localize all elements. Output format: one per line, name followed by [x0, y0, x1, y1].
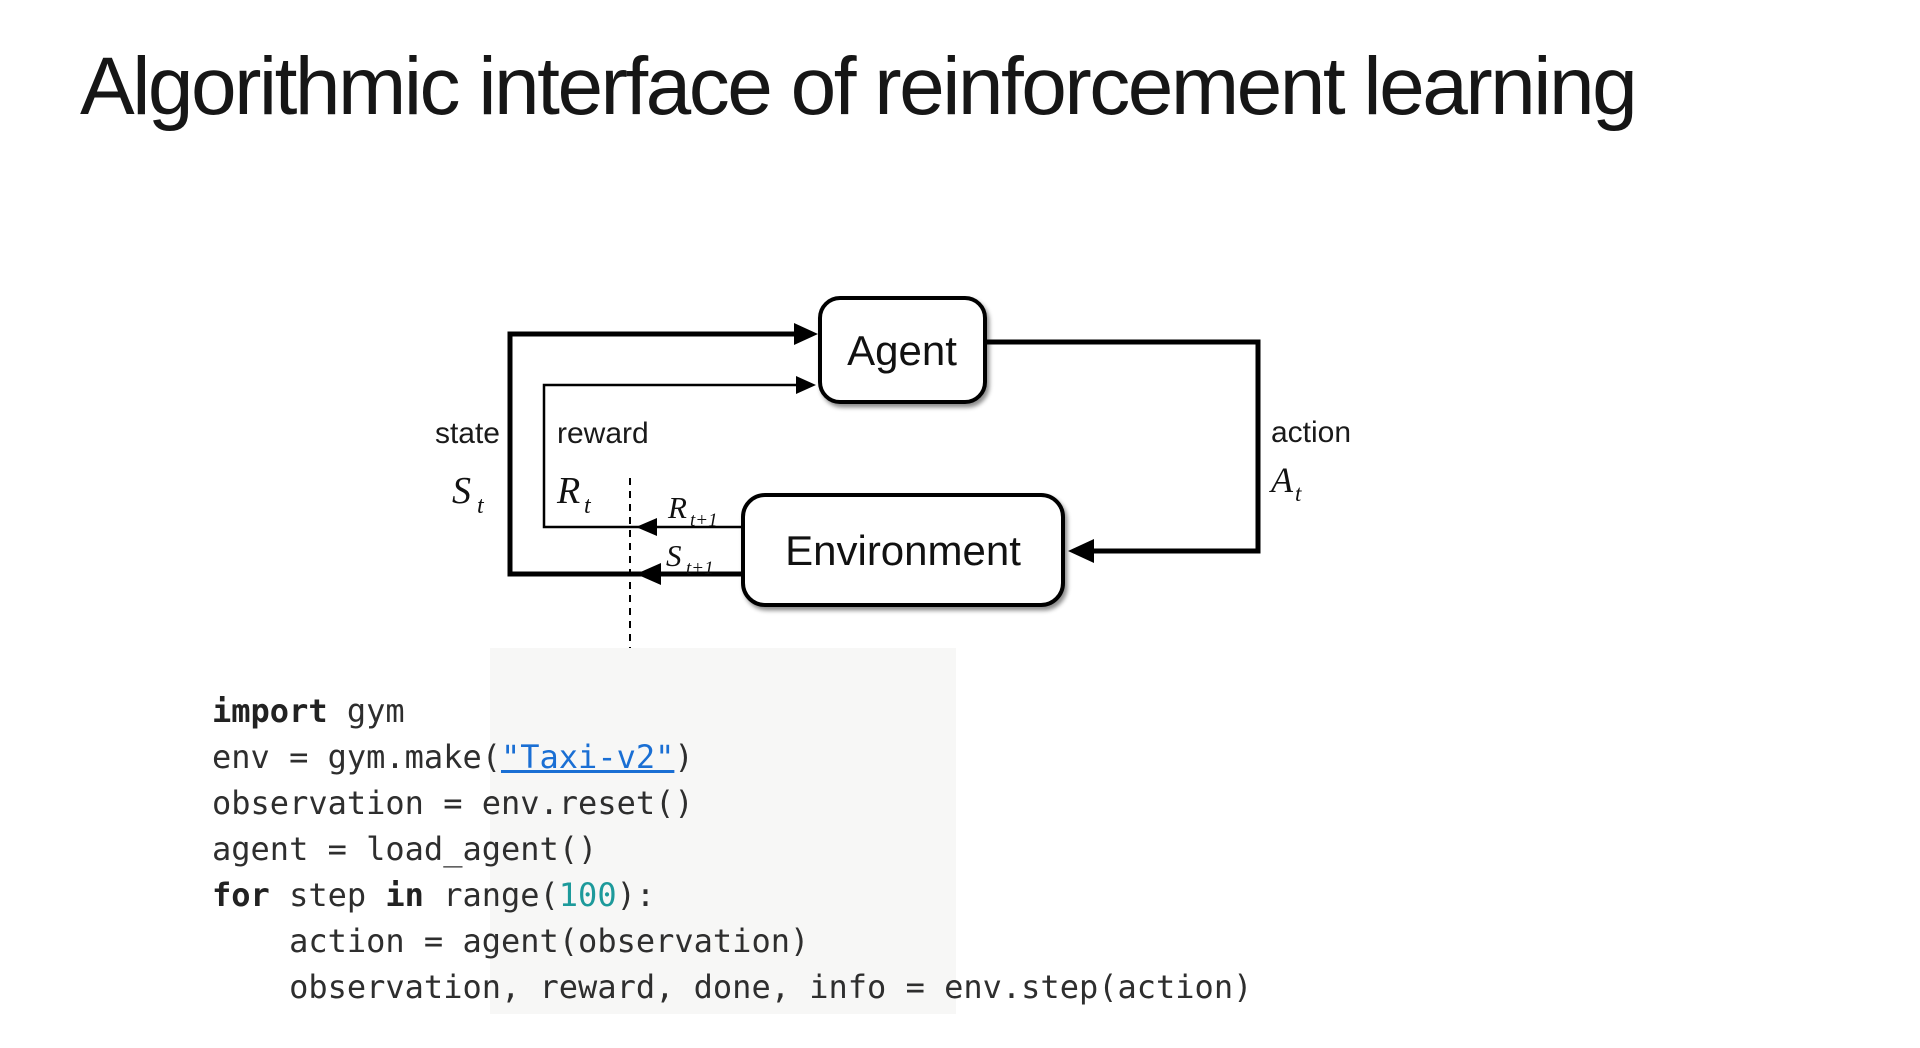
code-line: action = agent(observation) — [212, 918, 1252, 964]
code-token: action = agent(observation) — [212, 922, 810, 960]
state-loop-line — [507, 331, 797, 577]
action-symbol-sub: t — [1295, 481, 1302, 506]
environment-box — [741, 493, 1065, 607]
reward-symbol: R — [556, 470, 580, 512]
environment-box-label: Environment — [785, 527, 1021, 574]
code-token: 100 — [558, 876, 617, 914]
code-token: env = gym.make( — [212, 738, 501, 776]
code-line: import gym — [212, 688, 1252, 734]
reward-next-arrowhead — [636, 518, 657, 536]
code-token: step — [269, 876, 386, 914]
code-line: observation = env.reset() — [212, 780, 1252, 826]
state-symbol-sub: t — [477, 493, 485, 519]
code-token: observation = env.reset() — [212, 784, 694, 822]
reward-symbol-sub: t — [584, 493, 592, 519]
page-title: Algorithmic interface of reinforcement l… — [80, 41, 1638, 132]
code-token: gym — [327, 692, 405, 730]
action-arrowhead-into-environment — [1068, 539, 1094, 563]
reward-label: reward — [557, 417, 649, 450]
rl-loop-diagram: Agent Environment state S t reward R t R… — [435, 296, 1351, 648]
code-token: import — [212, 692, 328, 730]
reward-next-symbol: R — [667, 490, 687, 525]
reward-arrowhead-into-agent — [796, 376, 816, 394]
action-label: action — [1271, 416, 1351, 449]
code-line: for step in range(100): — [212, 872, 1252, 918]
code-image-backdrop — [490, 648, 956, 1014]
agent-box — [818, 296, 987, 404]
code-line: observation, reward, done, info = env.st… — [212, 964, 1252, 1010]
code-token: for — [212, 876, 270, 914]
state-label: state — [435, 417, 500, 450]
state-next-arrowhead — [636, 563, 661, 585]
reward-next-symbol-sub: t+1 — [690, 510, 718, 531]
code-token: ): — [616, 876, 656, 914]
code-token: in — [385, 876, 424, 914]
code-link-taxi-v2[interactable]: "Taxi-v2" — [500, 738, 675, 776]
code-token: ) — [674, 738, 694, 776]
code-token: observation, reward, done, info = env.st… — [212, 968, 1253, 1006]
code-line: agent = load_agent() — [212, 826, 1252, 872]
state-symbol: S — [452, 470, 471, 512]
state-next-symbol-sub: t+1 — [686, 558, 714, 579]
action-symbol: A — [1269, 460, 1294, 500]
code-line: env = gym.make("Taxi-v2") — [212, 734, 1252, 780]
state-next-symbol: S — [666, 538, 682, 573]
action-loop-line — [985, 339, 1261, 554]
state-arrowhead-into-agent — [794, 323, 818, 345]
agent-box-label: Agent — [847, 327, 957, 374]
code-token: agent = load_agent() — [212, 830, 598, 868]
code-token: range( — [423, 876, 559, 914]
